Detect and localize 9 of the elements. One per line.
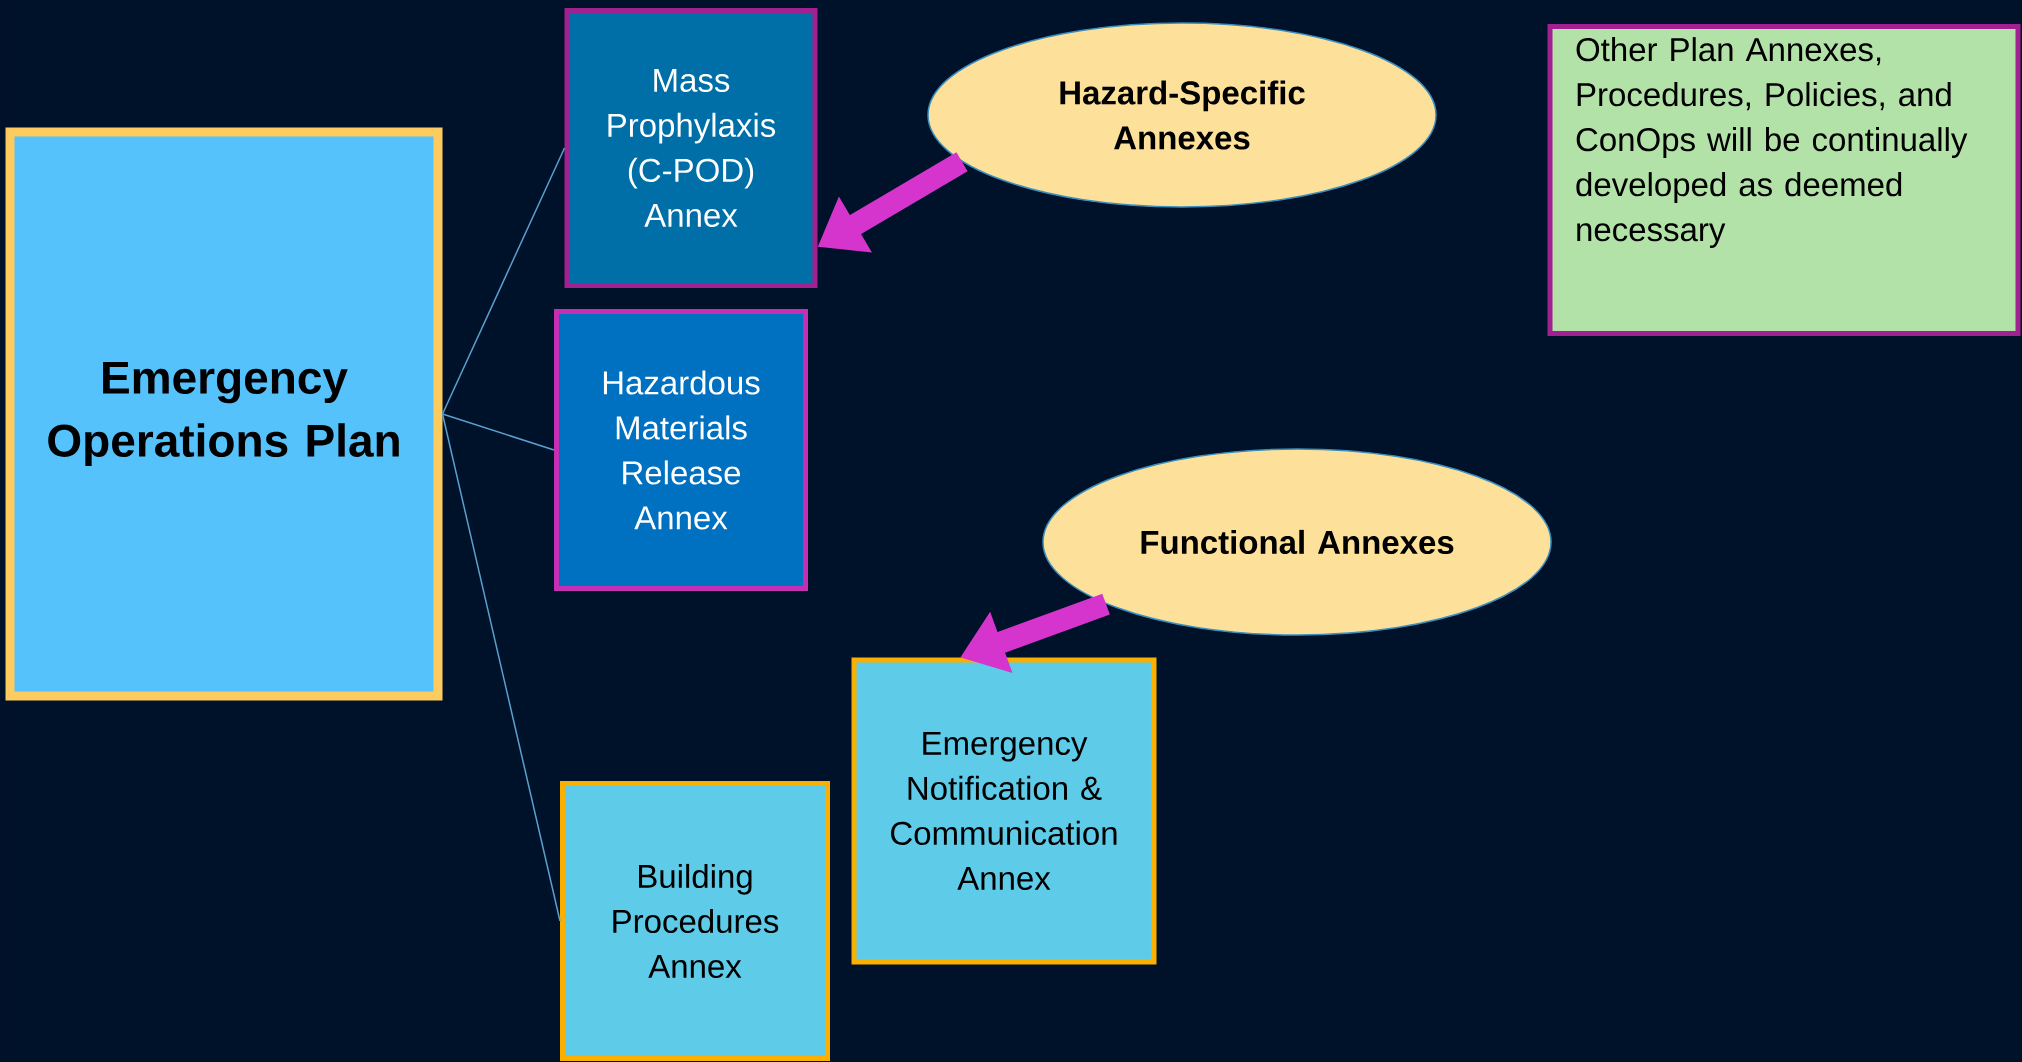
annex-box: Mass Prophylaxis (C-POD) Annex bbox=[564, 8, 818, 288]
note-box: Other Plan Annexes, Procedures, Policies, and ConOps will be continually developed as deemed necessary bbox=[1547, 24, 2021, 336]
annex-box: Building Procedures Annex bbox=[560, 781, 830, 1061]
plan-box: Emergency Operations Plan bbox=[5, 127, 443, 701]
connector-line bbox=[441, 413, 555, 451]
annex-box: Emergency Notification & Communication Annex bbox=[851, 657, 1157, 965]
connector-line bbox=[441, 413, 561, 922]
connector-line bbox=[441, 147, 566, 415]
annex-box: Hazardous Materials Release Annex bbox=[554, 309, 808, 591]
